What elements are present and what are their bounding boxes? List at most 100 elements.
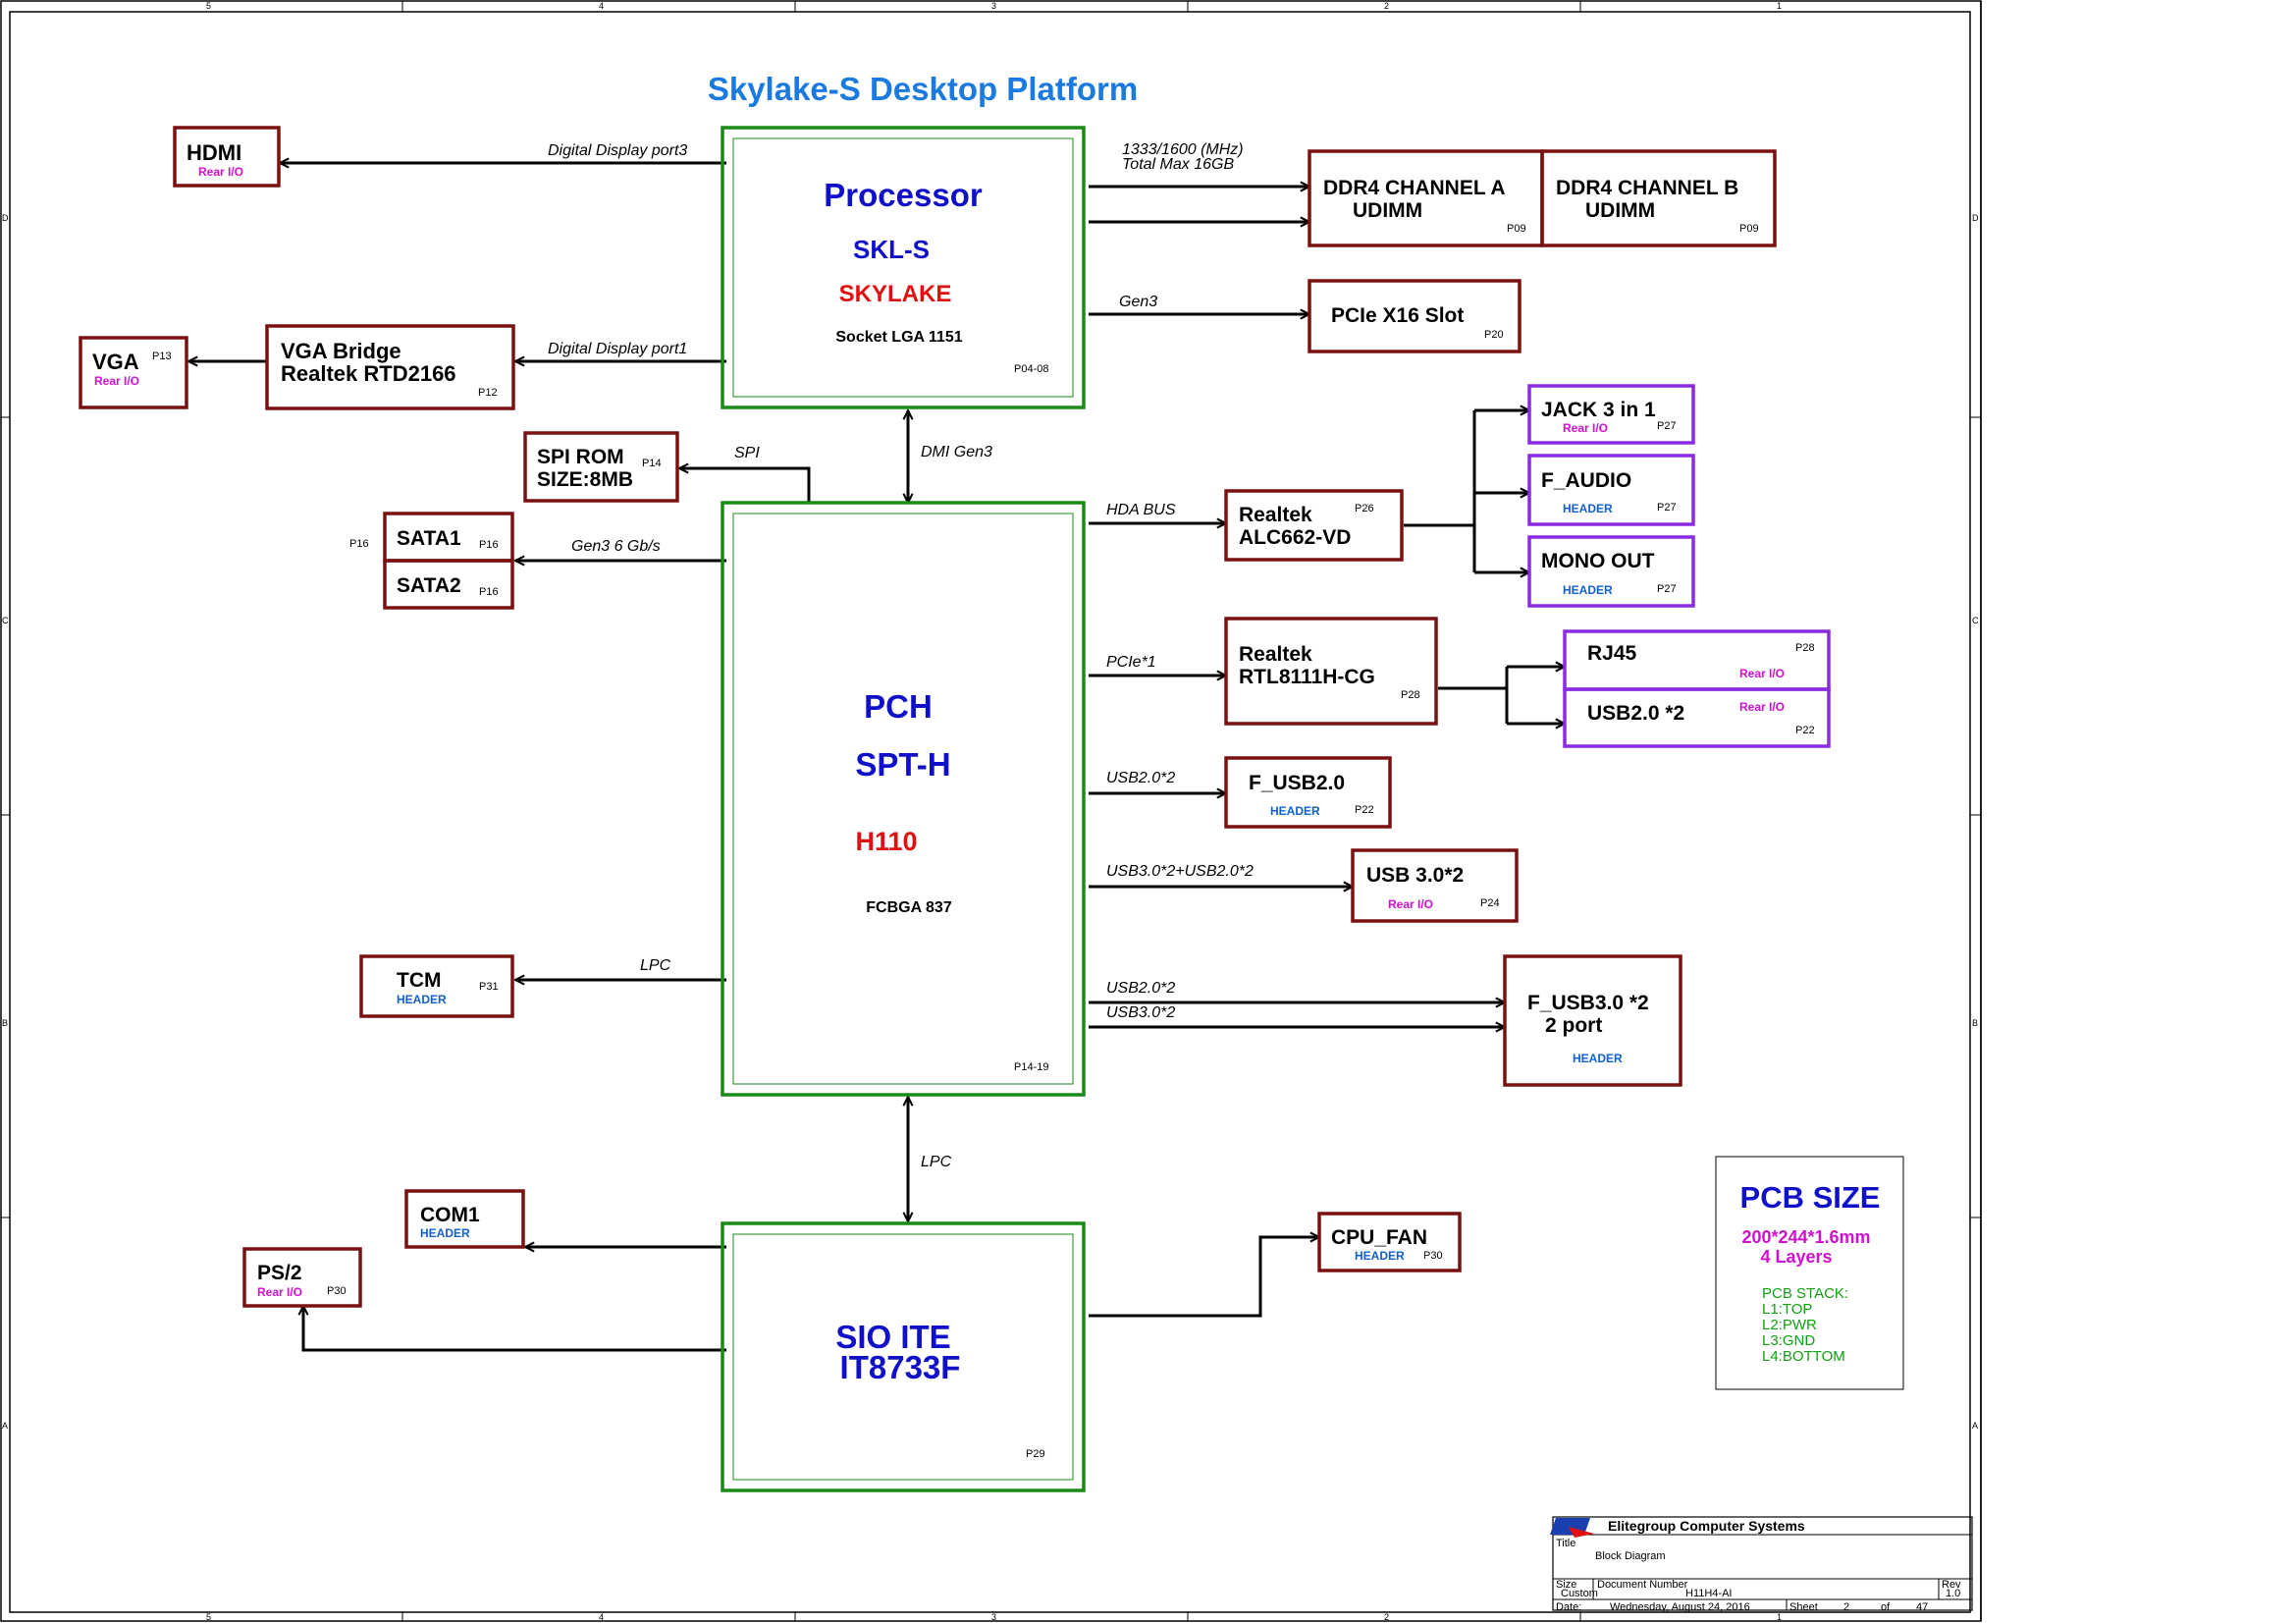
ddr-channel-b-block[interactable]: DDR4 CHANNEL B UDIMM P09: [1540, 149, 1777, 247]
sata2-page: P16: [479, 586, 499, 598]
rj45-label: RJ45: [1587, 642, 1637, 665]
usb30-rear-block[interactable]: USB 3.0*2 Rear I/O P24: [1351, 848, 1519, 923]
vga-block[interactable]: VGA P13 Rear I/O: [79, 336, 188, 409]
mono-out-block[interactable]: MONO OUT HEADER P27: [1527, 535, 1695, 608]
rj45-block[interactable]: RJ45 P28 Rear I/O: [1563, 629, 1831, 691]
frame-col-label: 3: [991, 1, 996, 11]
spi-rom-block[interactable]: SPI ROM P14 SIZE:8MB: [523, 431, 679, 503]
title-block-docnum-label: Document Number: [1597, 1579, 1688, 1591]
usb20-rear-block[interactable]: USB2.0 *2 Rear I/O P22: [1563, 687, 1831, 748]
hdmi-block[interactable]: HDMI Rear I/O: [173, 126, 281, 188]
usb20-rear-page: P22: [1795, 725, 1815, 736]
f-audio-block[interactable]: F_AUDIO HEADER P27: [1527, 454, 1695, 526]
pcie-x16-slot-block[interactable]: PCIe X16 Slot P20: [1308, 279, 1522, 353]
bus-label-usb20x2: USB2.0*2: [1106, 770, 1175, 786]
mono-out-sub: HEADER: [1563, 583, 1613, 597]
sata2-block[interactable]: SATA2 P16: [383, 559, 514, 610]
alc662-block[interactable]: Realtek P26 ALC662-VD: [1224, 489, 1404, 562]
title-block-rev-label: Rev: [1942, 1579, 1961, 1591]
ps2-page: P30: [327, 1285, 347, 1297]
cpu-fan-block[interactable]: CPU_FAN HEADER P30: [1317, 1212, 1462, 1272]
mono-out-page: P27: [1657, 583, 1677, 595]
pch-code: SPT-H: [855, 746, 950, 783]
bus-label-spi: SPI: [734, 445, 760, 461]
rtl8111-line1: Realtek: [1239, 643, 1312, 666]
bus-label-usb3-combo: USB3.0*2+USB2.0*2: [1106, 863, 1254, 880]
sio-line1: SIO ITE: [835, 1319, 950, 1355]
ps2-link: [303, 1306, 726, 1352]
drawing-frame: 5 4 3 2 1 5 4 3 2 1 D C B A D C B A: [0, 0, 1982, 1622]
sio-page: P29: [1026, 1448, 1045, 1460]
sata1-label: SATA1: [397, 527, 461, 550]
sio-line2: IT8733F: [840, 1349, 961, 1385]
vga-page: P13: [152, 351, 172, 362]
ecs-logo: [1550, 1518, 1594, 1538]
frame-col-label: 3: [991, 1612, 996, 1622]
ddr-a-line1: DDR4 CHANNEL A: [1323, 177, 1506, 199]
frame-col-label: 4: [599, 1612, 604, 1622]
f-usb30-sub: HEADER: [1573, 1052, 1623, 1065]
cpu-fan-page: P30: [1423, 1250, 1443, 1262]
usb20-rear-label: USB2.0 *2: [1587, 702, 1684, 725]
title-block-sheet-label: Sheet: [1789, 1601, 1818, 1613]
rj45-page: P28: [1795, 642, 1815, 654]
sio-block[interactable]: SIO ITE IT8733F P29: [721, 1221, 1086, 1492]
bus-label-pcie1: PCIe*1: [1106, 654, 1156, 671]
bus-label-sata: Gen3 6 Gb/s: [571, 538, 661, 555]
jack-3in1-block[interactable]: JACK 3 in 1 Rear I/O P27: [1527, 384, 1695, 445]
pcb-stack-layer: L3:GND: [1762, 1332, 1815, 1349]
vga-bridge-page: P12: [478, 387, 498, 399]
frame-col-label: 4: [599, 1, 604, 11]
pcb-size-title: PCB SIZE: [1740, 1180, 1881, 1215]
frame-row-label: B: [2, 1018, 8, 1028]
ps2-sub: Rear I/O: [257, 1285, 302, 1299]
processor-name: Processor: [824, 177, 983, 213]
pcie-slot-label: PCIe X16 Slot: [1331, 304, 1464, 327]
frame-row-label: D: [1972, 213, 1979, 223]
frame-row-label: D: [2, 213, 9, 223]
alc662-line1: Realtek: [1239, 504, 1312, 526]
bus-labels: Digital Display port3 Digital Display po…: [548, 141, 1254, 1170]
bus-label-hda: HDA BUS: [1106, 502, 1176, 518]
jack-sub: Rear I/O: [1563, 421, 1608, 435]
ddr-b-line1: DDR4 CHANNEL B: [1556, 177, 1738, 199]
frame-row-label: C: [1972, 616, 1979, 625]
f-audio-label: F_AUDIO: [1541, 469, 1631, 492]
pch-block[interactable]: PCH SPT-H H110 FCBGA 837 P14-19: [721, 501, 1086, 1097]
jack-page: P27: [1657, 420, 1677, 432]
tcm-block[interactable]: TCM P31 HEADER: [359, 954, 514, 1018]
pch-name: PCH: [864, 688, 933, 725]
frame-row-label: C: [2, 616, 9, 625]
spi-rom-line2: SIZE:8MB: [537, 468, 633, 491]
hdmi-sub: Rear I/O: [198, 165, 243, 179]
title-block-date-label: Date:: [1556, 1601, 1581, 1613]
ddr-a-line2: UDIMM: [1353, 199, 1422, 222]
bus-label-hdmi: Digital Display port3: [548, 142, 687, 159]
vga-bridge-block[interactable]: VGA Bridge Realtek RTD2166 P12: [265, 324, 515, 410]
com1-block[interactable]: COM1 HEADER: [404, 1189, 525, 1249]
frame-col-label: 1: [1777, 1612, 1782, 1622]
pcb-stack-layer: L2:PWR: [1762, 1317, 1817, 1333]
f-usb20-block[interactable]: F_USB2.0 HEADER P22: [1224, 756, 1392, 829]
f-usb30-line2: 2 port: [1545, 1014, 1602, 1037]
sata1-block[interactable]: SATA1 P16: [383, 512, 514, 563]
f-usb30-block[interactable]: F_USB3.0 *2 2 port HEADER: [1503, 954, 1682, 1087]
pcb-size-layers: 4 Layers: [1760, 1247, 1832, 1267]
jack-label: JACK 3 in 1: [1541, 399, 1656, 421]
diagram-title: Skylake-S Desktop Platform: [708, 71, 1138, 107]
ps2-block[interactable]: PS/2 Rear I/O P30: [242, 1247, 362, 1308]
rtl8111-line2: RTL8111H-CG: [1239, 666, 1375, 688]
processor-block[interactable]: Processor SKL-S SKYLAKE Socket LGA 1151 …: [721, 126, 1086, 409]
bus-label-lpc-sio: LPC: [921, 1154, 952, 1170]
bus-label-mem-size: Total Max 16GB: [1122, 156, 1234, 173]
processor-socket: Socket LGA 1151: [835, 329, 962, 346]
title-block-rev: 1.0: [1946, 1588, 1960, 1599]
frame-row-label: A: [1972, 1421, 1978, 1431]
frame-col-label: 2: [1384, 1, 1389, 11]
rtl8111-page: P28: [1401, 689, 1420, 701]
ddr-channel-a-block[interactable]: DDR4 CHANNEL A UDIMM P09: [1308, 149, 1544, 247]
vga-label: VGA: [92, 350, 139, 374]
spi-rom-page: P14: [642, 458, 662, 469]
ddr-a-page: P09: [1507, 223, 1526, 235]
rtl8111-block[interactable]: Realtek RTL8111H-CG P28: [1224, 617, 1438, 726]
